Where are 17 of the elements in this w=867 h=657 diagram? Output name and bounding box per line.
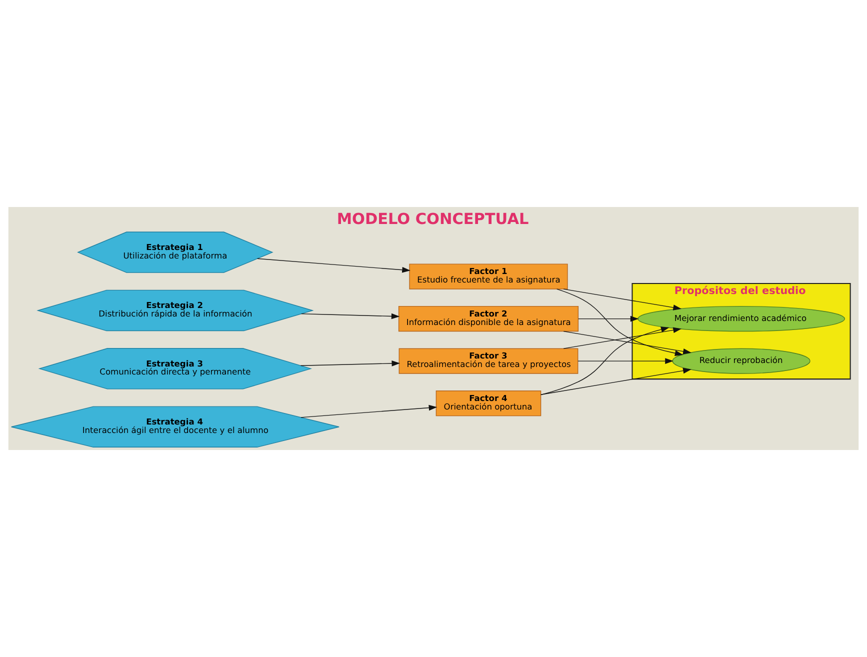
arrow <box>540 326 670 396</box>
node-box: Factor 4 Orientación oportuna <box>436 390 542 416</box>
arrow <box>578 358 674 364</box>
arrow <box>578 316 639 322</box>
diagram-title: MODELO CONCEPTUAL <box>336 210 529 228</box>
arrow <box>563 288 682 310</box>
arrow <box>563 330 692 354</box>
arrow <box>257 258 410 273</box>
arrow <box>300 360 400 366</box>
node-box: Factor 2 Información disponible de la asignatura <box>398 306 579 332</box>
arrow <box>301 313 400 320</box>
arrow <box>300 404 438 418</box>
arrow <box>563 327 682 349</box>
arrow <box>556 288 684 356</box>
node-box: Factor 3 Retroalimentación de tarea y proyectos <box>398 348 578 374</box>
node-box: Factor 1 Estudio frecuente de la asignatura <box>409 264 568 290</box>
arrow <box>540 368 692 395</box>
